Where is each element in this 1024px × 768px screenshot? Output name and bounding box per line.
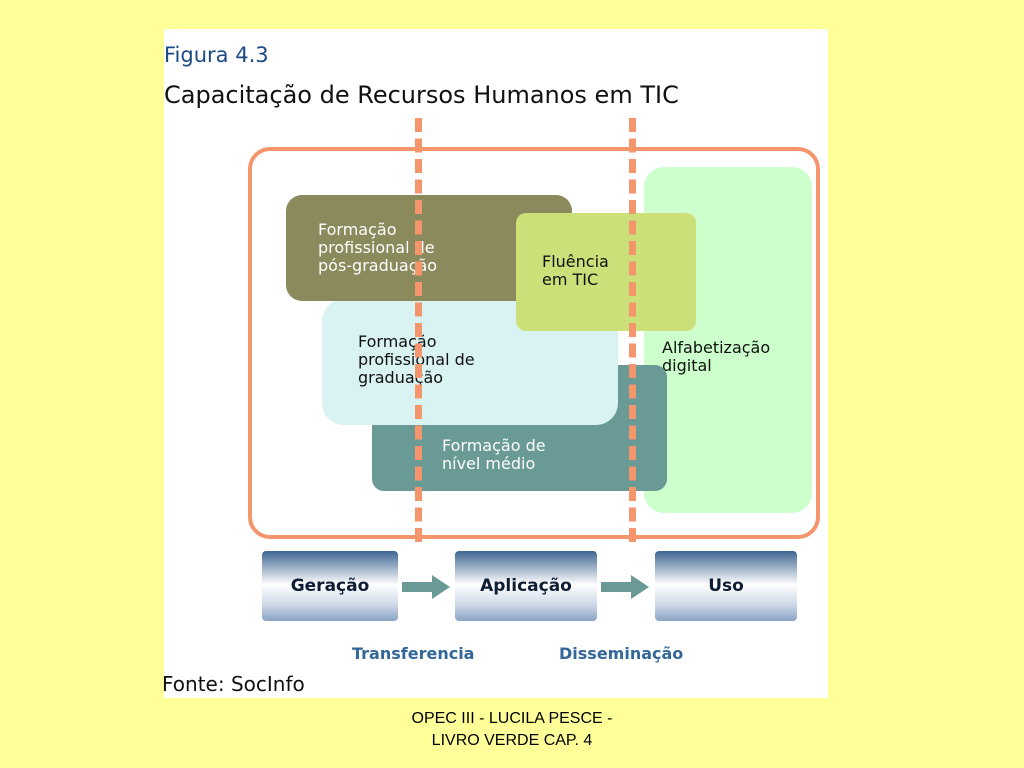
figure-panel: Figura 4.3 Capacitação de Recursos Human… [162,29,828,698]
footer-line-1: OPEC III - LUCILA PESCE - [411,710,613,727]
outer-frame [248,147,820,539]
label-disseminacao: Disseminação [559,644,684,663]
box-fluencia-line-2: em TIC [542,270,599,289]
box-nivel-medio-line-2: nível médio [442,454,536,473]
box-nivel-medio-line-1: Formação de [442,436,546,455]
box-pos-graduacao-line-3: pós-graduação [318,256,438,275]
footer-line-2: LIVRO VERDE CAP. 4 [431,732,593,749]
arrow-right-icon [402,575,450,599]
box-pos-graduacao-line-1: Formação [318,220,397,239]
figure-label: Figura 4.3 [164,43,269,67]
arrow-right-icon [601,575,649,599]
stage-aplicacao: Aplicação [455,551,597,621]
figure-title: Capacitação de Recursos Humanos em TIC [164,81,679,109]
slide-footer: OPEC III - LUCILA PESCE - LIVRO VERDE CA… [0,708,1024,752]
box-alfabetizacao-line-2: digital [662,356,712,375]
label-transferencia: Transferencia [352,644,475,663]
box-alfabetizacao-digital: Alfabetização digital [644,167,812,513]
divider-transferencia [415,118,422,542]
stage-uso: Uso [655,551,797,621]
box-pos-graduacao-line-2: profissional de [318,238,435,257]
box-fluencia-tic: Fluência em TIC [516,213,696,331]
stage-geracao: Geração [262,551,398,621]
box-fluencia-line-1: Fluência [542,252,609,271]
figure-source: Fonte: SocInfo [162,672,305,696]
box-alfabetizacao-line-1: Alfabetização [662,338,771,357]
divider-disseminacao [629,118,636,542]
